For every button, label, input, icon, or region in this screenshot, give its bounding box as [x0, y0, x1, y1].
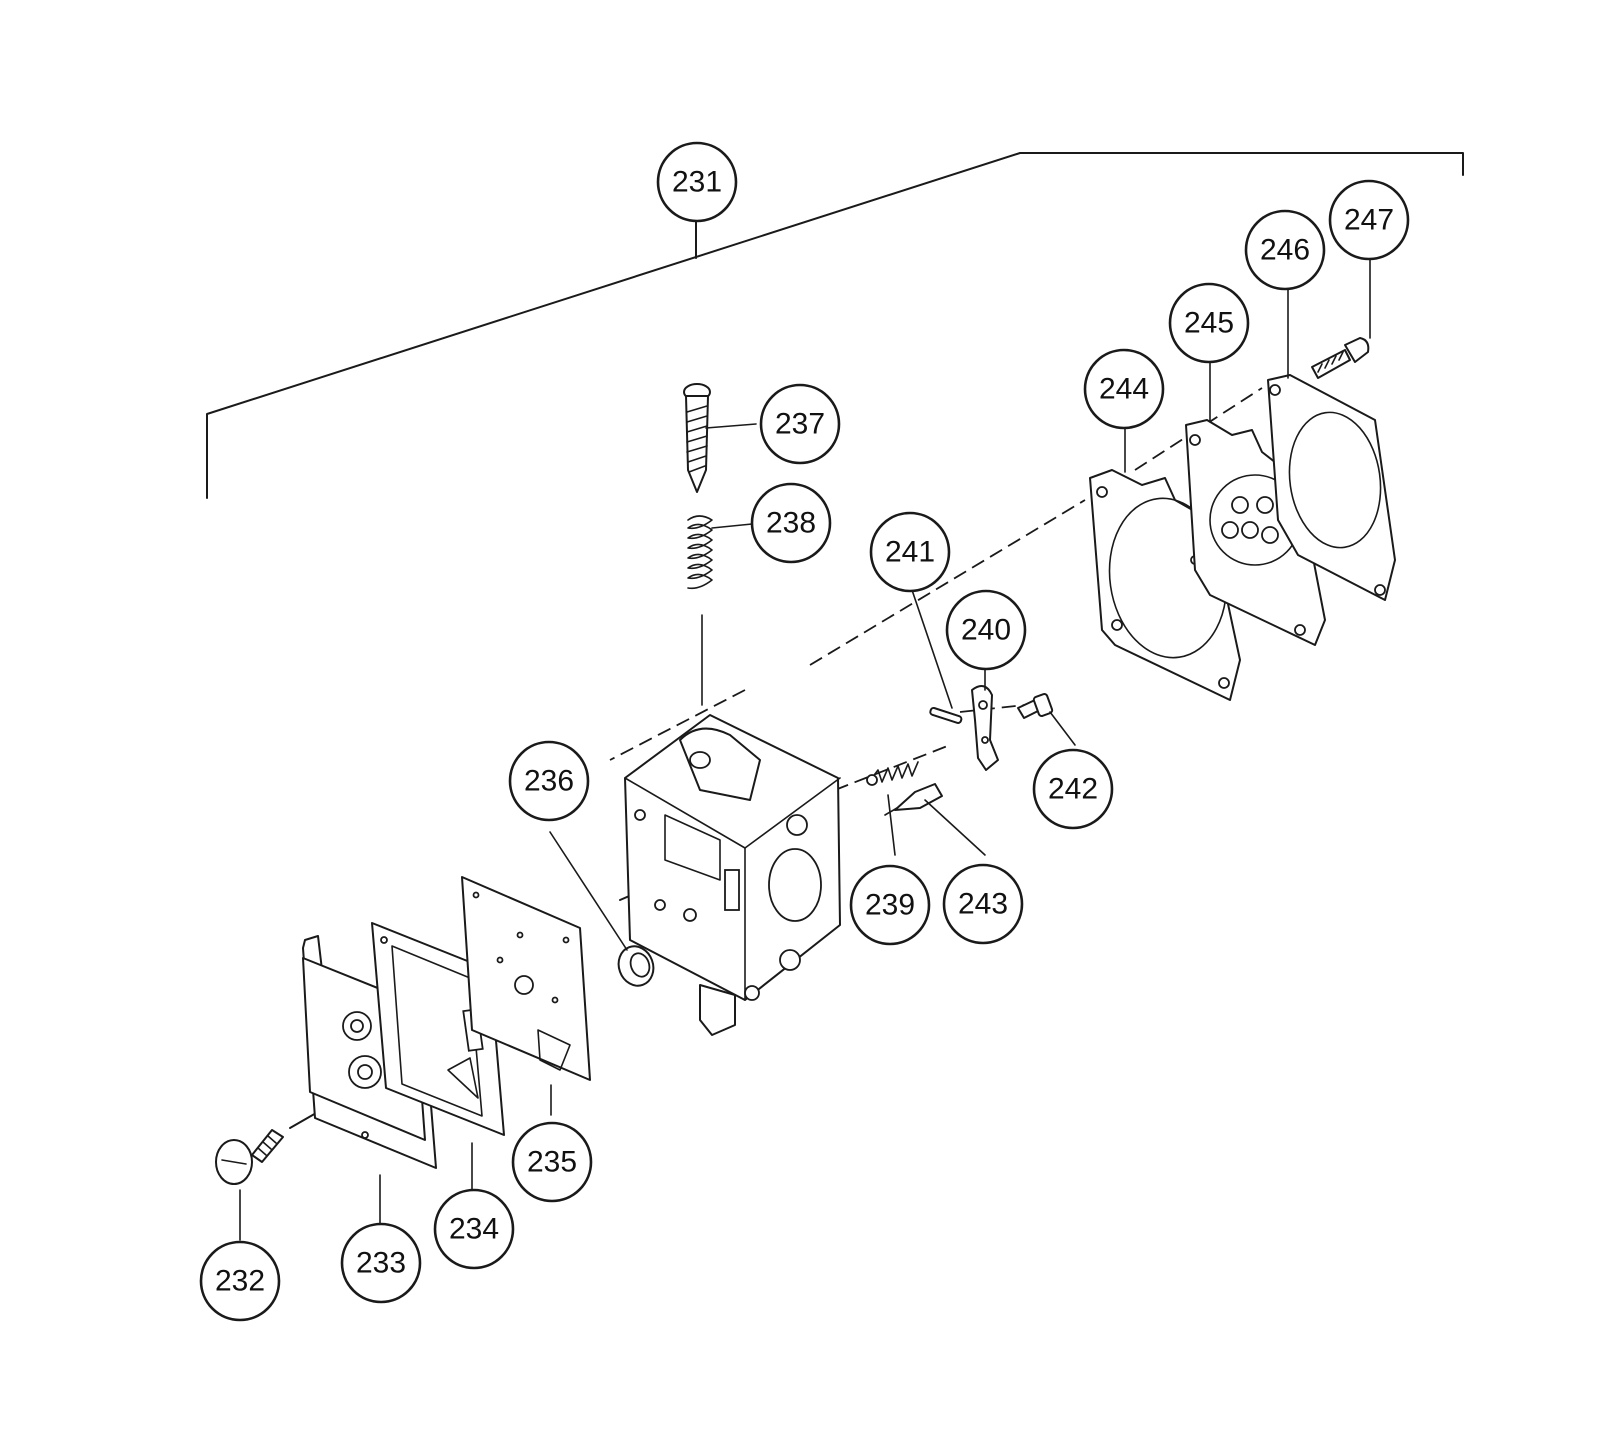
- callout-label: 238: [766, 507, 816, 540]
- part-cover-plate-screw: [215, 1129, 284, 1185]
- callout-238: 238: [750, 482, 832, 564]
- callout-232: 232: [199, 1240, 281, 1322]
- callout-label: 247: [1344, 204, 1394, 237]
- callout-label: 245: [1184, 307, 1234, 340]
- part-metering-plate: [461, 876, 591, 1081]
- part-inlet-needle: [884, 783, 943, 816]
- callout-247: 247: [1328, 179, 1410, 261]
- part-inlet-spring: [866, 761, 919, 786]
- callout-label: 243: [958, 888, 1008, 921]
- callout-label: 235: [527, 1146, 577, 1179]
- callout-246: 246: [1244, 209, 1326, 291]
- callout-236: 236: [508, 740, 590, 822]
- callout-label: 231: [672, 166, 722, 199]
- callout-237: 237: [759, 383, 841, 465]
- callout-label: 241: [885, 536, 935, 569]
- callout-label: 237: [775, 408, 825, 441]
- callout-label: 239: [865, 889, 915, 922]
- part-washer: [617, 945, 655, 987]
- callout-label: 233: [356, 1247, 406, 1280]
- part-adjusting-screw: [683, 383, 711, 493]
- callout-231: 231: [656, 141, 738, 223]
- part-lever-screw: [1017, 693, 1054, 719]
- callout-233: 233: [340, 1222, 422, 1304]
- callout-242: 242: [1032, 748, 1114, 830]
- callout-label: 242: [1048, 773, 1098, 806]
- part-cover-plate: [302, 935, 437, 1169]
- part-lever-pin: [929, 706, 963, 724]
- callout-239: 239: [849, 864, 931, 946]
- callout-label: 244: [1099, 373, 1149, 406]
- callout-244: 244: [1083, 348, 1165, 430]
- callout-241: 241: [869, 511, 951, 593]
- callout-label: 234: [449, 1213, 499, 1246]
- part-diaphragm-cover: [1267, 374, 1396, 601]
- part-spring: [687, 515, 713, 590]
- callout-label: 246: [1260, 234, 1310, 267]
- callout-label: 232: [215, 1265, 265, 1298]
- leader-lines: [239, 259, 1371, 1241]
- callout-label: 236: [524, 765, 574, 798]
- callout-240: 240: [945, 589, 1027, 671]
- part-metering-lever: [971, 685, 999, 771]
- part-carburetor-body: [624, 714, 841, 1036]
- callout-235: 235: [511, 1121, 593, 1203]
- callout-234: 234: [433, 1188, 515, 1270]
- part-cover-screw: [1311, 337, 1370, 379]
- callout-245: 245: [1168, 282, 1250, 364]
- callout-243: 243: [942, 863, 1024, 945]
- callout-label: 240: [961, 614, 1011, 647]
